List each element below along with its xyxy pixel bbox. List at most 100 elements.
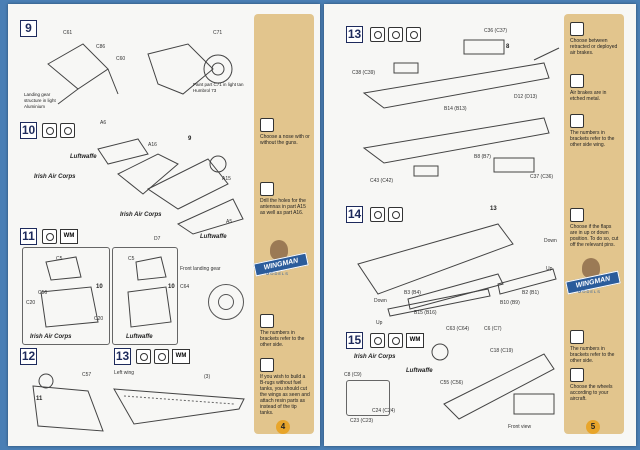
luftwaffe-variant-box [112,247,178,345]
step-10-diagram [97,138,244,235]
part-label-c56: C56 [38,290,48,296]
variant-luftwaffe-label-3: Luftwaffe [126,334,153,340]
irish-variant-box [22,247,110,345]
wingman-logo: WINGMAN MODELS [565,258,621,298]
step-ref-10-2: 10 [168,284,175,290]
pilot-mascot-icon [582,258,600,278]
left-wing-diagram [113,388,245,425]
part-label-c20: C20 [26,300,36,306]
note-air-brakes-choice: Choose between retracted or deployed air… [570,38,618,56]
variant-irish-label-2: Irish Air Corps [120,212,162,218]
pilot-mascot-icon [270,240,288,260]
front-landing-gear-label: Front landing gear [180,266,221,272]
note-brackets: The numbers in brackets refer to the oth… [260,330,305,348]
variant-luftwaffe-label-2: Luftwaffe [200,234,227,240]
part-label-c8: C8 (C9) [344,372,362,378]
note-icon-etched [570,74,584,88]
part-label-c6: C6 (C7) [484,326,502,332]
part-label-c63: C63 (C64) [446,326,470,332]
variant-irish-label: Irish Air Corps [34,174,76,180]
drill-icon [388,27,403,42]
page-number-badge: 5 [586,420,600,434]
glue-icon [42,123,57,138]
front-view-label: Front view [508,424,532,430]
part-label-c38: C38 (C39) [352,70,376,76]
wheel-drawing [208,284,244,320]
variant-irish-label-3: Irish Air Corps [30,334,72,340]
logo-subtitle: MODELS [266,271,289,276]
note-brackets-wing: The numbers in brackets refer to the oth… [570,130,615,148]
step-14-number: 14 [346,206,363,223]
note-drill-holes: Drill the holes for the antennas in part… [260,198,306,216]
page-number-badge: 4 [276,420,290,434]
glue-icon [42,229,57,244]
part-label-c36: C36 (C37) [484,28,508,34]
part-label-c43: C43 (C42) [370,178,394,184]
wm-badge: WM [406,333,424,348]
part-label-c55: C55 (C56) [440,380,464,386]
part-label-c61: C61 [63,30,73,36]
step-9-diagram [47,43,233,105]
wingman-logo: WINGMAN MODELS [253,240,309,280]
glue-icon [370,27,385,42]
step-ref-9: 9 [188,136,192,142]
step-13-number: 13 [346,26,363,43]
step-ref-11: 11 [36,396,43,402]
part-label-b8: B8 (B7) [474,154,491,160]
note-icon-wheels [570,368,584,382]
part-label-c64: C64 [180,284,190,290]
part-label-c18: C18 (C19) [490,348,514,354]
part-label-b14: B14 (B13) [444,106,467,112]
note-air-brakes-metal: Air brakes are in etched metal. [570,90,607,102]
note-icon-tanks [260,358,274,372]
glue-icon [370,333,385,348]
note-icon-brackets-2 [570,330,584,344]
part-label-b10: B10 (B9) [500,300,520,306]
step-13-wing-diagram [362,39,560,177]
part-label-d7: D7 [154,236,161,242]
part-label-c57: C57 [82,372,92,378]
logo-subtitle: MODELS [578,289,601,294]
drill-icon [388,333,403,348]
part-label-c20-2: C20 [94,316,104,322]
glue-icon [136,349,151,364]
step-12-number: 12 [20,348,37,365]
part-label-c37: C37 (C36) [530,174,554,180]
left-wing-label: Left wing [114,370,135,376]
note-flaps-position: Choose if the flaps are in up or down po… [570,224,619,248]
variant-luftwaffe-label: Luftwaffe [70,154,97,160]
part-label-b3: B3 (B4) [404,290,421,296]
step-12-diagram [32,373,104,432]
step-14-flaps-diagram [357,223,557,317]
note-icon-flaps [570,208,584,222]
instruction-page-left: 9 C61 C86 C60 C71 Landing gear structure… [8,4,320,446]
variant-luftwaffe-label: Luftwaffe [406,368,433,374]
wheel-hub-drawing [218,294,234,310]
wm-badge: WM [172,349,190,364]
part-label-c5: C5 [56,256,63,262]
step-15-number: 15 [346,332,363,349]
note-icon-drill [260,182,274,196]
note-brackets-side: The numbers in brackets refer to the oth… [570,346,615,364]
part-label-c24: C24 (C24) [372,408,396,414]
wm-badge: WM [60,229,78,244]
note-wheels-choice: Choose the wheels according to your airc… [570,384,613,402]
glue-icon [370,207,385,222]
cut-icon [406,27,421,42]
part-label-c23: C23 (C23) [350,418,374,424]
step-13-number: 13 [114,348,131,365]
part-label-a16: A16 [148,142,157,148]
step-ref-10: 10 [96,284,103,290]
note-paint-c71: Paint part C71 in light tan Humbrol 73 [193,82,244,93]
step-11-diagram [40,256,172,328]
part-label-a6: A6 [100,120,107,126]
step-ref-3: (3) [204,374,211,380]
instruction-page-right: 13 C36 (C37) 8 C38 (C39) D12 (D13) B14 (… [324,4,636,446]
note-nose-choice: Choose a nose with or without the guns. [260,134,310,146]
flap-down-label: Down [544,238,557,244]
part-label-a5: A5 [226,219,233,225]
part-label-a15: A15 [222,176,231,182]
step-10-number: 10 [20,122,37,139]
step-11-number: 11 [20,228,37,245]
note-fuel-tanks: If you wish to build a B-rugs without fu… [260,374,310,416]
